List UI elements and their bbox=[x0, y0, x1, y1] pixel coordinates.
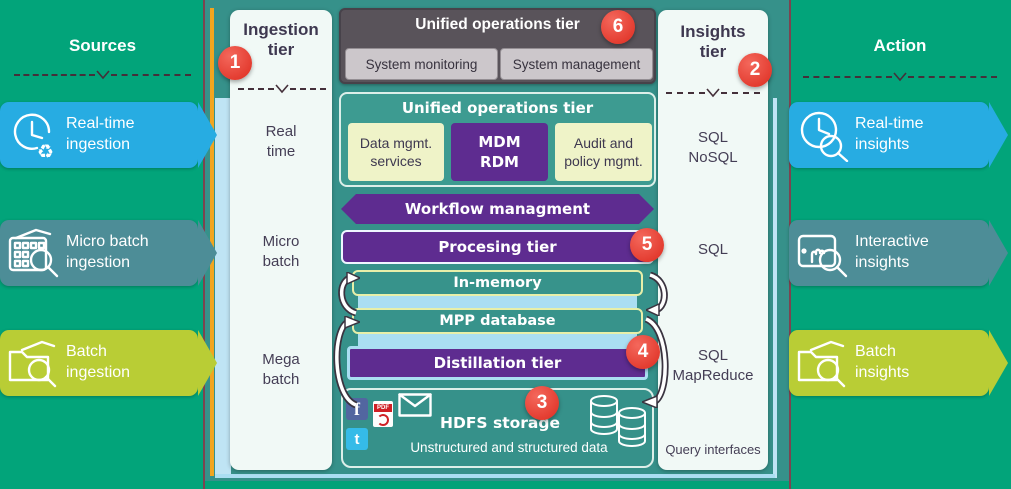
hdfs-storage-box bbox=[341, 388, 654, 468]
action-item-batch: Batch insights bbox=[789, 330, 1008, 396]
ingestion-tier-column bbox=[230, 10, 332, 470]
ingestion-row-microbatch: Micro batch bbox=[262, 233, 300, 271]
action-item-interactive: Interactive insights bbox=[789, 220, 1008, 286]
action-item-label: Batch insights bbox=[855, 343, 910, 381]
system-management-button: System management bbox=[500, 48, 653, 80]
right-blue-strip bbox=[773, 98, 777, 478]
workflow-label: Workflow managment bbox=[404, 200, 591, 218]
calendar-magnifier-icon bbox=[0, 226, 66, 280]
insights-tier-title: Insights tier bbox=[680, 22, 746, 62]
notch-icon bbox=[95, 70, 110, 80]
clock-magnifier-icon bbox=[789, 108, 855, 162]
ingestion-tier-title: Ingestion tier bbox=[243, 20, 319, 60]
action-item-label: Real-time insights bbox=[855, 115, 924, 153]
cycle-arrow-up-icon bbox=[338, 272, 360, 316]
processing-label: Procesing tier bbox=[438, 238, 557, 256]
unified-operations-panel: Unified operations tier Data mgmt. servi… bbox=[339, 92, 656, 187]
ingestion-row-realtime: Real time bbox=[265, 123, 297, 161]
query-interfaces-label: Query interfaces bbox=[665, 442, 761, 457]
badge-2: 2 bbox=[738, 53, 772, 87]
notch-icon bbox=[706, 88, 720, 98]
action-item-realtime: Real-time insights bbox=[789, 102, 1008, 168]
connector-strip bbox=[358, 334, 637, 346]
folder-magnifier-icon bbox=[0, 336, 66, 390]
bottom-accent-line bbox=[215, 474, 775, 478]
source-item-batch: Batch ingestion bbox=[0, 330, 217, 396]
badge-3: 3 bbox=[525, 386, 559, 420]
notch-icon bbox=[275, 84, 289, 94]
insights-row-sql: SQL bbox=[697, 241, 728, 258]
audit-policy-box: Audit and policy mgmt. bbox=[555, 123, 652, 181]
mdm-rdm-box: MDM RDM bbox=[451, 123, 548, 181]
distillation-tier-bar: Distillation tier bbox=[347, 346, 648, 380]
source-item-label: Micro batch ingestion bbox=[66, 233, 149, 271]
system-monitoring-button: System monitoring bbox=[345, 48, 498, 80]
notch-icon bbox=[893, 72, 907, 82]
cycle-arrow-down-icon bbox=[646, 272, 668, 316]
source-item-realtime: ♻ Real-time ingestion bbox=[0, 102, 217, 168]
unified-operations-header-box: Unified operations tier System monitorin… bbox=[339, 8, 656, 84]
action-separator bbox=[803, 72, 997, 82]
insights-row-sql-nosql: SQL NoSQL bbox=[688, 129, 738, 167]
database-icon bbox=[590, 395, 646, 447]
ingestion-separator bbox=[238, 84, 326, 94]
hdfs-storage-title: HDFS storage bbox=[440, 414, 560, 432]
unified-operations-header-title: Unified operations tier bbox=[415, 16, 580, 33]
left-blue-strip bbox=[215, 98, 231, 478]
insights-separator bbox=[666, 88, 760, 98]
insights-row-sql-mapreduce: SQL MapReduce bbox=[672, 347, 754, 385]
processing-tier-bar: Procesing tier bbox=[341, 230, 654, 264]
distillation-label: Distillation tier bbox=[433, 354, 562, 372]
source-item-label: Real-time ingestion bbox=[66, 115, 135, 153]
badge-1: 1 bbox=[218, 46, 252, 80]
in-memory-bar: In-memory bbox=[352, 270, 643, 296]
action-item-label: Interactive insights bbox=[855, 233, 929, 271]
pdf-swirl bbox=[377, 414, 389, 426]
clock-recycle-icon: ♻ bbox=[0, 108, 66, 162]
hdfs-storage-subtitle: Unstructured and structured data bbox=[410, 440, 608, 455]
action-title: Action bbox=[873, 36, 927, 55]
sources-title: Sources bbox=[68, 36, 137, 55]
pdf-label: PDF bbox=[374, 404, 392, 412]
connector-strip bbox=[358, 296, 637, 308]
source-item-microbatch: Micro batch ingestion bbox=[0, 220, 217, 286]
workflow-management-hexagon: Workflow managment bbox=[341, 194, 654, 224]
ingestion-row-megabatch: Mega batch bbox=[262, 351, 300, 389]
folder-magnifier-icon bbox=[789, 336, 855, 390]
sources-separator bbox=[14, 70, 191, 80]
svg-text:♻: ♻ bbox=[37, 141, 54, 162]
unified-operations-panel-title: Unified operations tier bbox=[401, 99, 594, 117]
mpp-database-label: MPP database bbox=[439, 313, 556, 329]
in-memory-label: In-memory bbox=[453, 275, 542, 291]
source-item-label: Batch ingestion bbox=[66, 343, 131, 381]
tablet-magnifier-icon bbox=[789, 226, 855, 280]
twitter-icon: t bbox=[346, 428, 368, 450]
pdf-icon: PDF bbox=[373, 401, 393, 427]
cycle-arrow-up-icon bbox=[333, 316, 360, 408]
badge-4: 4 bbox=[626, 335, 660, 369]
envelope-icon bbox=[398, 393, 432, 417]
data-mgmt-services-box: Data mgmt. services bbox=[348, 123, 444, 181]
mpp-database-bar: MPP database bbox=[352, 308, 643, 334]
badge-6: 6 bbox=[601, 10, 635, 44]
cycle-arrow-down-icon bbox=[642, 316, 669, 408]
badge-5: 5 bbox=[630, 228, 664, 262]
insights-tier-column bbox=[658, 10, 768, 470]
